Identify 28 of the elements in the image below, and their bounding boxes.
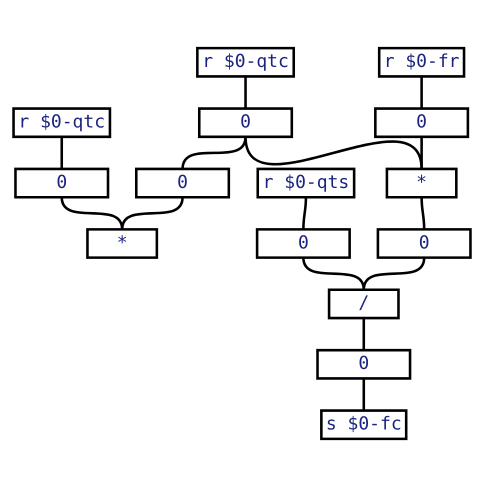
connector (302, 257, 366, 290)
node-box: / (328, 288, 400, 320)
node-box: 0 (374, 107, 470, 138)
connector (244, 136, 423, 170)
connector (362, 378, 366, 411)
node-box: r $0-qtc (196, 46, 296, 78)
node-box: r $0-qts (256, 168, 356, 199)
node-box: * (386, 168, 458, 199)
connector (60, 197, 124, 230)
connector (420, 76, 423, 109)
connector (420, 136, 423, 169)
connector (244, 76, 247, 109)
connector (181, 136, 247, 170)
node-box: r $0-qtc (12, 107, 112, 138)
node-box: r $0-fr (378, 46, 466, 78)
connector (302, 197, 308, 230)
connector (362, 318, 366, 350)
connector (362, 257, 426, 290)
node-box: * (86, 228, 158, 259)
node-box: 0 (376, 228, 472, 259)
connector (420, 197, 426, 230)
node-box: 0 (135, 168, 230, 199)
node-box: 0 (198, 107, 294, 138)
node-box: s $0-fc (320, 409, 408, 440)
node-box: 0 (316, 348, 412, 380)
node-box: 0 (14, 168, 110, 199)
node-box: 0 (256, 228, 351, 259)
connector (60, 136, 64, 169)
